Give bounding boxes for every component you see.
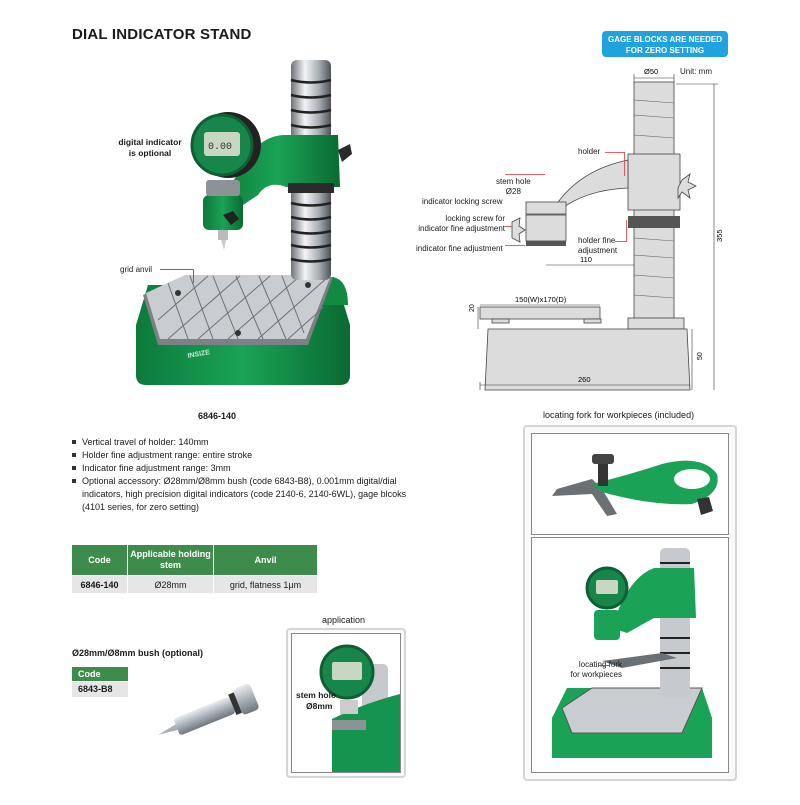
spec-item: Holder fine adjustment range: entire str… [72, 449, 412, 462]
fork-photo [531, 433, 729, 535]
fork-illustration [552, 454, 718, 516]
grid-anvil-leader [160, 269, 194, 270]
svg-text:INSIZE: INSIZE [187, 349, 211, 360]
fork-title: locating fork for workpieces (included) [543, 410, 695, 420]
svg-text:110: 110 [580, 255, 592, 264]
bush-code-value: 6843-B8 [72, 682, 128, 697]
svg-text:20: 20 [469, 304, 476, 312]
product-photo: INSIZE 0.00 [128, 55, 358, 400]
col-header-anvil: Anvil [213, 545, 318, 576]
spec-list: Vertical travel of holder: 140mm Holder … [72, 436, 412, 514]
cell-anvil: grid, flatness 1μm [213, 575, 318, 593]
indicator-fine-adjustment-label: indicator fine adjustment [416, 244, 503, 253]
spec-item: Optional accessory: Ø28mm/Ø8mm bush (cod… [72, 475, 412, 514]
spec-item: Indicator fine adjustment range: 3mm [72, 462, 412, 475]
dial-stand-illustration: INSIZE 0.00 [136, 60, 352, 385]
fork-leader [598, 665, 610, 666]
stand-with-fork-photo [531, 537, 729, 773]
technical-drawing: Ø50 355 110 150(W)x170(D) 20 50 260 [460, 60, 750, 400]
holder-fine-adjustment-label: holder fine adjustment [578, 236, 618, 255]
svg-text:0.00: 0.00 [208, 142, 232, 153]
bush-illustration [158, 684, 259, 735]
holder-label: holder [578, 147, 601, 156]
bush-code-header: Code [72, 667, 128, 681]
bush-photo [145, 668, 275, 738]
application-photo-frame [286, 628, 406, 778]
spec-item: Vertical travel of holder: 140mm [72, 436, 412, 449]
svg-text:50: 50 [697, 352, 704, 360]
spec-table: Code Applicable holding stem Anvil 6846-… [72, 545, 318, 593]
indicator-note: digital indicator is optional [118, 137, 182, 158]
bush-title: Ø28mm/Ø8mm bush (optional) [72, 648, 204, 658]
application-illustration [319, 644, 400, 772]
indicator-locking-screw-label: indicator locking screw [422, 197, 503, 206]
svg-text:355: 355 [715, 229, 724, 242]
cell-code: 6846-140 [72, 575, 128, 593]
application-photo [291, 633, 401, 773]
fork-label: locating fork for workpieces [570, 660, 622, 679]
stem-hole-label: stem hole Ø28 [496, 177, 531, 196]
application-label: stem hole Ø8mm [296, 690, 336, 711]
fork-panel [523, 425, 737, 781]
svg-text:260: 260 [578, 375, 591, 384]
application-title: application [322, 615, 366, 625]
svg-text:150(W)x170(D): 150(W)x170(D) [515, 295, 567, 304]
model-code: 6846-140 [197, 411, 237, 421]
stand-with-fork-illustration [552, 548, 712, 758]
col-header-stem: Applicable holding stem [127, 545, 214, 576]
unit-label: Unit: mm [680, 67, 712, 76]
table-row: 6846-140 Ø28mm grid, flatness 1μm [72, 575, 318, 593]
locking-screw-label: locking screw for indicator fine adjustm… [418, 214, 505, 233]
col-header-code: Code [72, 545, 128, 576]
page-title: DIAL INDICATOR STAND [72, 26, 252, 43]
gage-blocks-notice: GAGE BLOCKS ARE NEEDED FOR ZERO SETTING [602, 31, 728, 57]
grid-anvil-label: grid anvil [120, 265, 153, 274]
svg-text:Ø50: Ø50 [644, 67, 658, 76]
cell-stem: Ø28mm [127, 575, 214, 593]
grid-anvil-leader-v [193, 269, 194, 283]
dimension-drawing: Ø50 355 110 150(W)x170(D) 20 50 260 [469, 67, 724, 391]
